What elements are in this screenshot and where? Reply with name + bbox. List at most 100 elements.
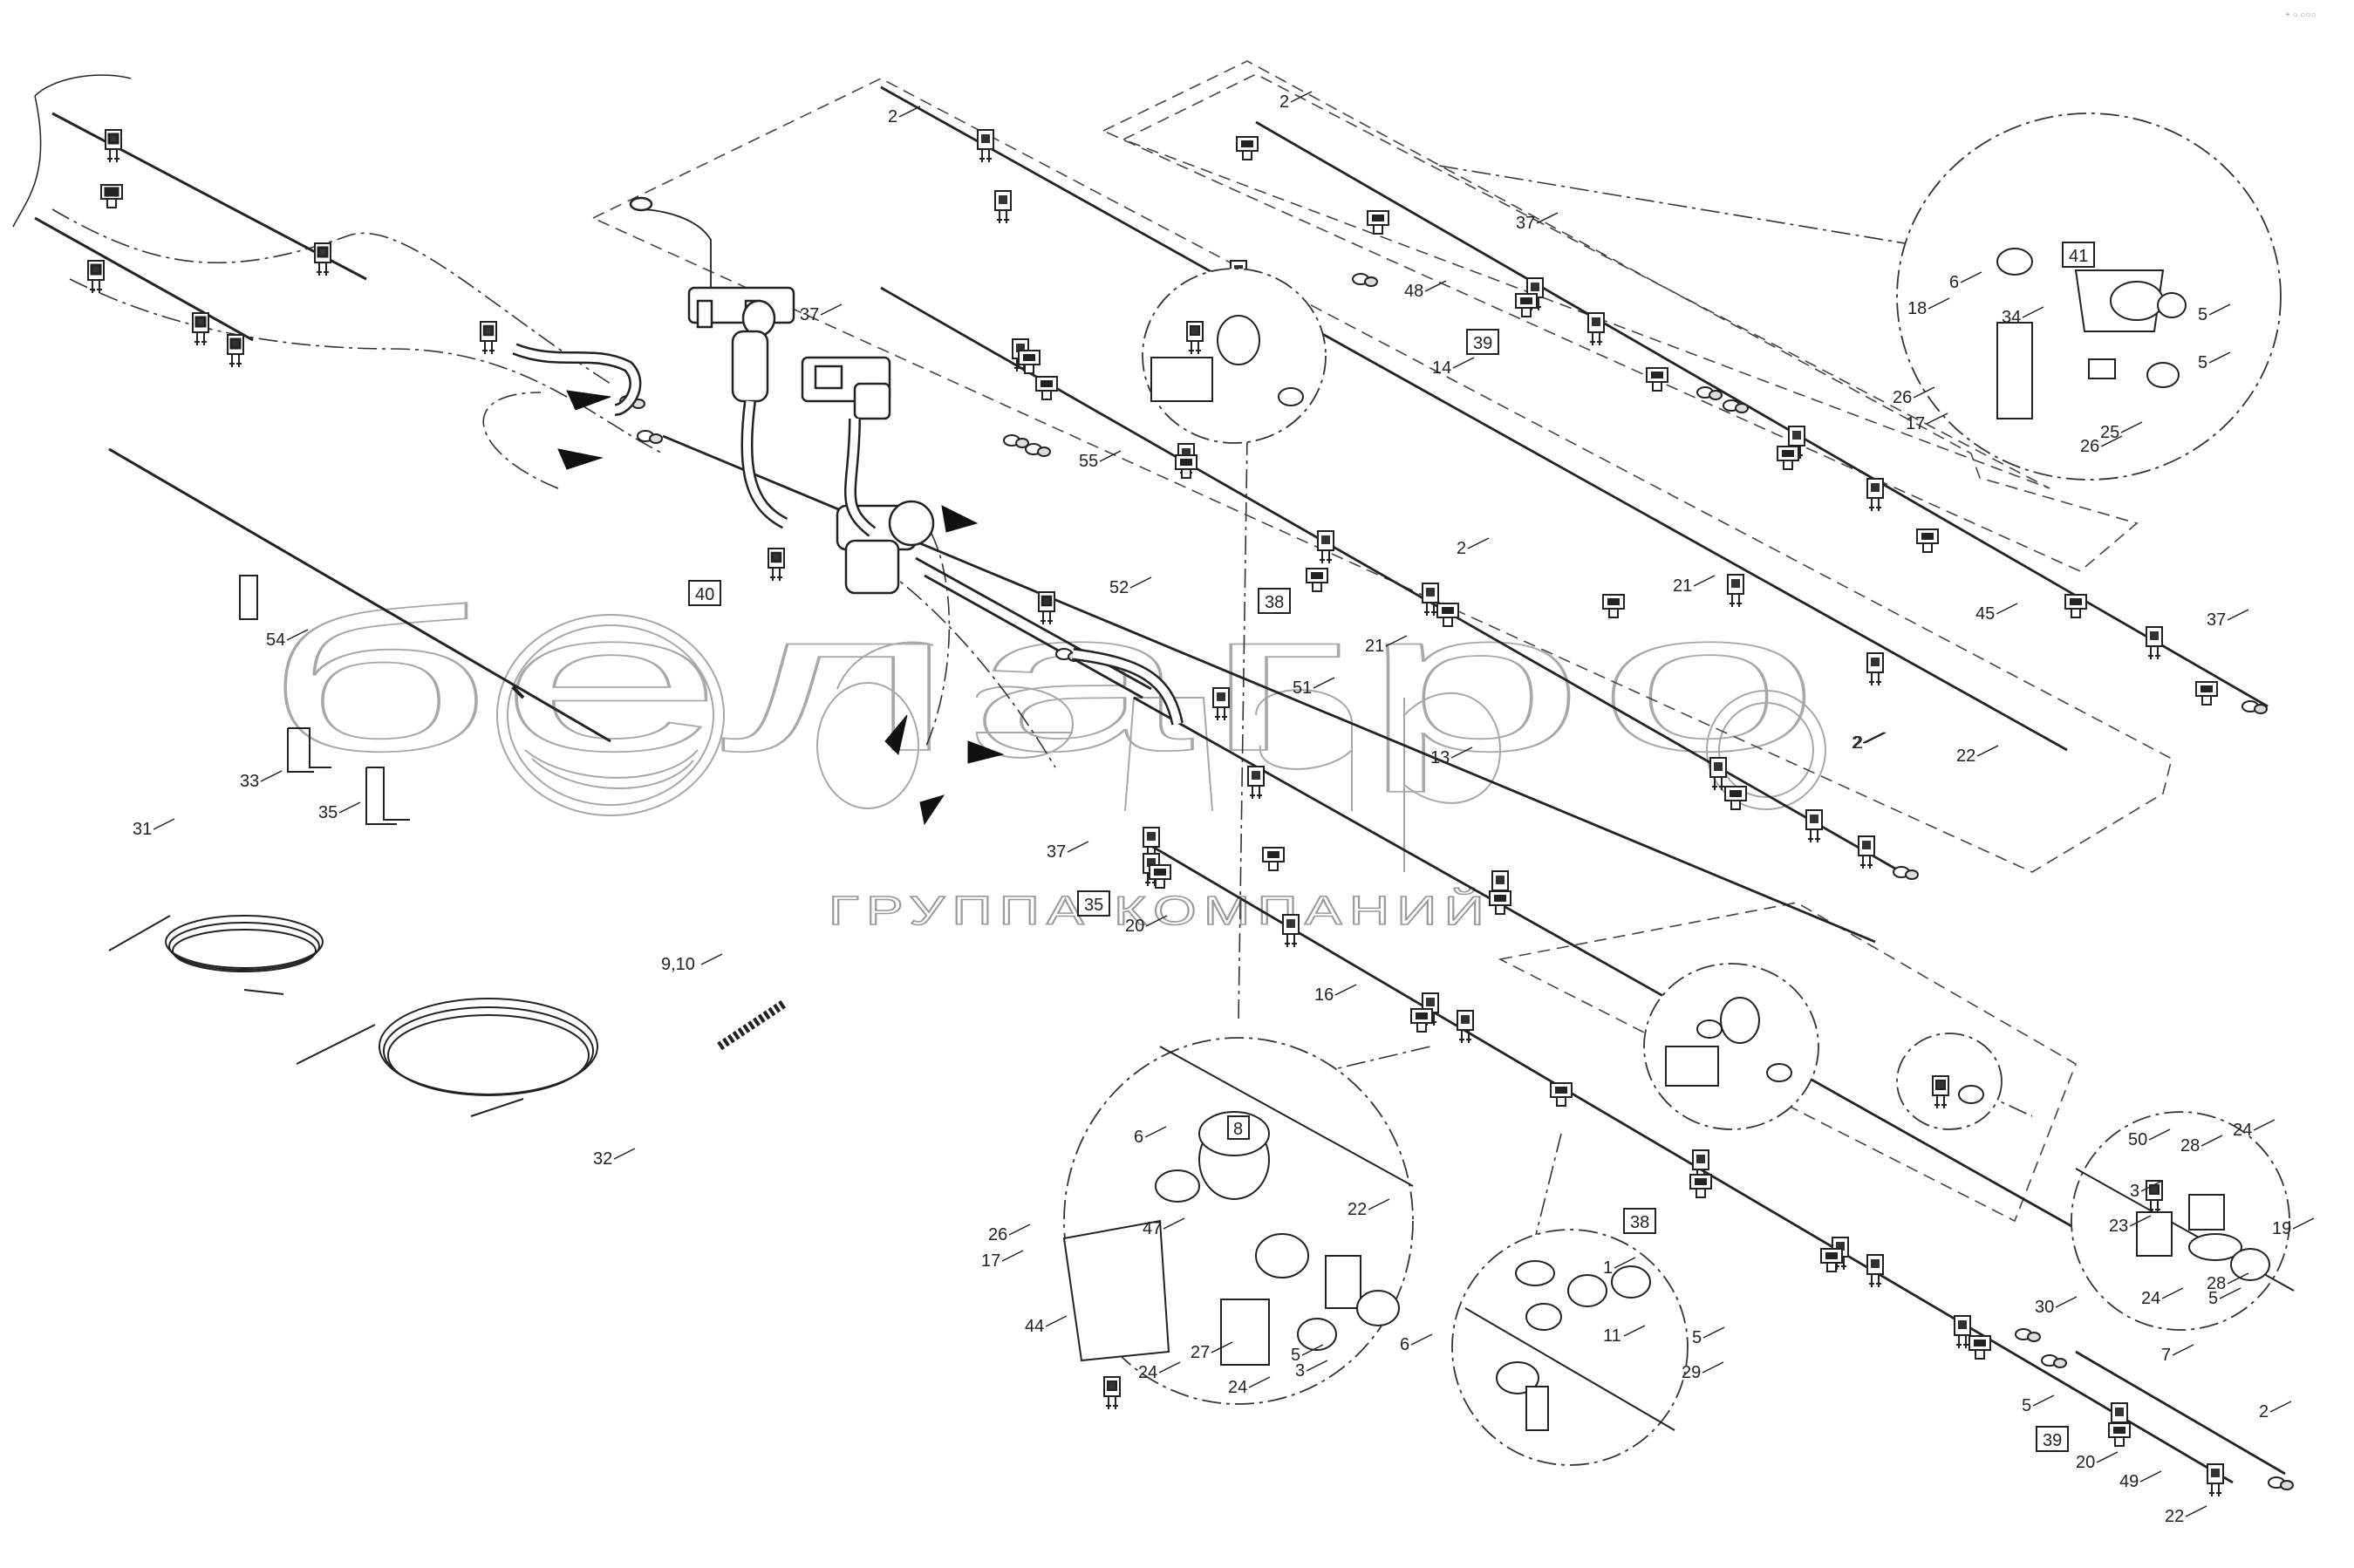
boxed-callout: 39 (2036, 1426, 2069, 1452)
callout-label: 28 (2180, 1136, 2200, 1156)
callout-label: 31 (133, 820, 152, 839)
callout-label: 16 (1314, 985, 1334, 1005)
callout-label: 2 (1853, 733, 1863, 753)
callout-leader (1368, 1198, 1390, 1210)
callout-leader (2139, 1470, 2162, 1483)
detail-view-center (1643, 963, 1819, 1130)
boxed-callout: 38 (1258, 588, 1291, 614)
callout-label: 55 (1079, 452, 1098, 471)
callout-label: 5 (2022, 1396, 2031, 1415)
callout-leader (1928, 297, 1950, 310)
leader-lines (51, 165, 2033, 1239)
callout-label: 24 (2141, 1289, 2160, 1308)
svg-text:40: 40 (695, 585, 714, 604)
callout-leader (1099, 450, 1122, 462)
callout-leader (2208, 351, 2231, 364)
callout-leader (2219, 1287, 2241, 1299)
loose-parts (108, 447, 788, 1117)
callout-leader (1158, 1361, 1181, 1374)
callout-label: 2 (1279, 92, 1289, 112)
callout-label: 3 (2130, 1182, 2139, 1201)
callout-leader (898, 106, 921, 118)
callout-leader (2022, 306, 2044, 318)
callout-leaders (153, 91, 2315, 1517)
callout-label: 32 (593, 1149, 612, 1169)
svg-text:38: 38 (1265, 593, 1284, 612)
company-watermark: белагро ГРУППА КОМПАНИЙ (261, 568, 1827, 934)
callout-leader (1424, 280, 1447, 292)
callout-label: 3 (1295, 1361, 1305, 1381)
detail-view-mid-right (1896, 1033, 2003, 1130)
callout-label: 29 (1682, 1363, 1701, 1382)
callout-label: 34 (2002, 308, 2021, 327)
callout-leader (2129, 1215, 2152, 1227)
callout-label: 1 (1603, 1258, 1613, 1278)
svg-text:41: 41 (2069, 247, 2088, 266)
left-boom-section (12, 74, 367, 369)
callout-leader (1913, 386, 1935, 399)
callout-label: 5 (2198, 305, 2207, 324)
callout-label: 26 (2080, 437, 2099, 456)
callout-label: 22 (1956, 747, 1975, 766)
callout-leader (1960, 271, 1982, 283)
callout-leader (2200, 1135, 2223, 1147)
callout-leader (1623, 1325, 1646, 1337)
callout-leader (1385, 635, 1408, 647)
callout-label: 2 (888, 107, 897, 126)
callout-label: 45 (1975, 604, 1995, 624)
callout-label: 24 (1228, 1378, 1247, 1397)
callout-leader (1301, 1344, 1324, 1356)
watermark-logo (496, 614, 1826, 872)
callout-leader (613, 1148, 636, 1160)
callout-label: 27 (1191, 1343, 1210, 1362)
callout-leader (1693, 575, 1716, 587)
callout-label: 47 (1143, 1219, 1162, 1238)
callout-leader (700, 953, 723, 965)
callout-label: 23 (2109, 1217, 2128, 1236)
callout-leader (338, 801, 361, 814)
callout-label: 22 (1348, 1200, 1367, 1219)
callout-label: 37 (2207, 610, 2226, 630)
callout-label: 26 (1893, 388, 1912, 407)
corner-mark: + ○ ○○○ (2285, 10, 2316, 20)
callout-leader (2148, 1128, 2171, 1141)
boxed-callouts: 41 39 38 40 35 8 38 39 (688, 242, 2095, 1452)
callout-leader (1862, 732, 1885, 744)
callout-leader (2100, 435, 2123, 447)
callout-leader (2161, 1287, 2184, 1299)
callout-label: 20 (2076, 1453, 2095, 1472)
callout-labels: 2 37 14 37 6 5 18 34 26 17 5 25 26 55 2 … (133, 92, 2291, 1526)
callout-label: 51 (1293, 678, 1312, 698)
detail-view-bottom-left (1062, 1037, 1414, 1410)
callout-label: 6 (1400, 1335, 1409, 1354)
callout-label: 26 (988, 1225, 1007, 1244)
callout-leader (2227, 609, 2249, 621)
callout-leader (1702, 1326, 1725, 1339)
callout-label: 37 (800, 305, 819, 324)
boxed-callout: 8 (1227, 1115, 1250, 1140)
callout-leader (1614, 1257, 1636, 1269)
callout-leader (1334, 984, 1357, 996)
callout-leader (1211, 1341, 1233, 1353)
callout-label: 22 (2165, 1507, 2184, 1526)
callout-label: 2 (2259, 1402, 2269, 1421)
callout-label: 17 (981, 1251, 1000, 1271)
callout-label: 21 (1365, 637, 1384, 656)
detail-view-bottom-right (2071, 1111, 2295, 1331)
callout-leader (1996, 603, 2018, 615)
callout-label: 18 (1907, 299, 1927, 318)
svg-text:8: 8 (1233, 1120, 1243, 1139)
callout-leader (2227, 1272, 2249, 1285)
svg-text:39: 39 (1473, 334, 1492, 353)
callout-label: 54 (266, 631, 285, 650)
callout-leader (260, 770, 283, 782)
callout-label: 48 (1404, 282, 1423, 301)
callout-leader (2208, 303, 2231, 316)
callout-label: 37 (1516, 214, 1535, 233)
callout-label: 11 (1603, 1326, 1621, 1346)
svg-text:35: 35 (1084, 896, 1103, 915)
callout-leader (1248, 1376, 1271, 1388)
callout-leader (1452, 357, 1475, 369)
callout-leader (286, 629, 309, 641)
